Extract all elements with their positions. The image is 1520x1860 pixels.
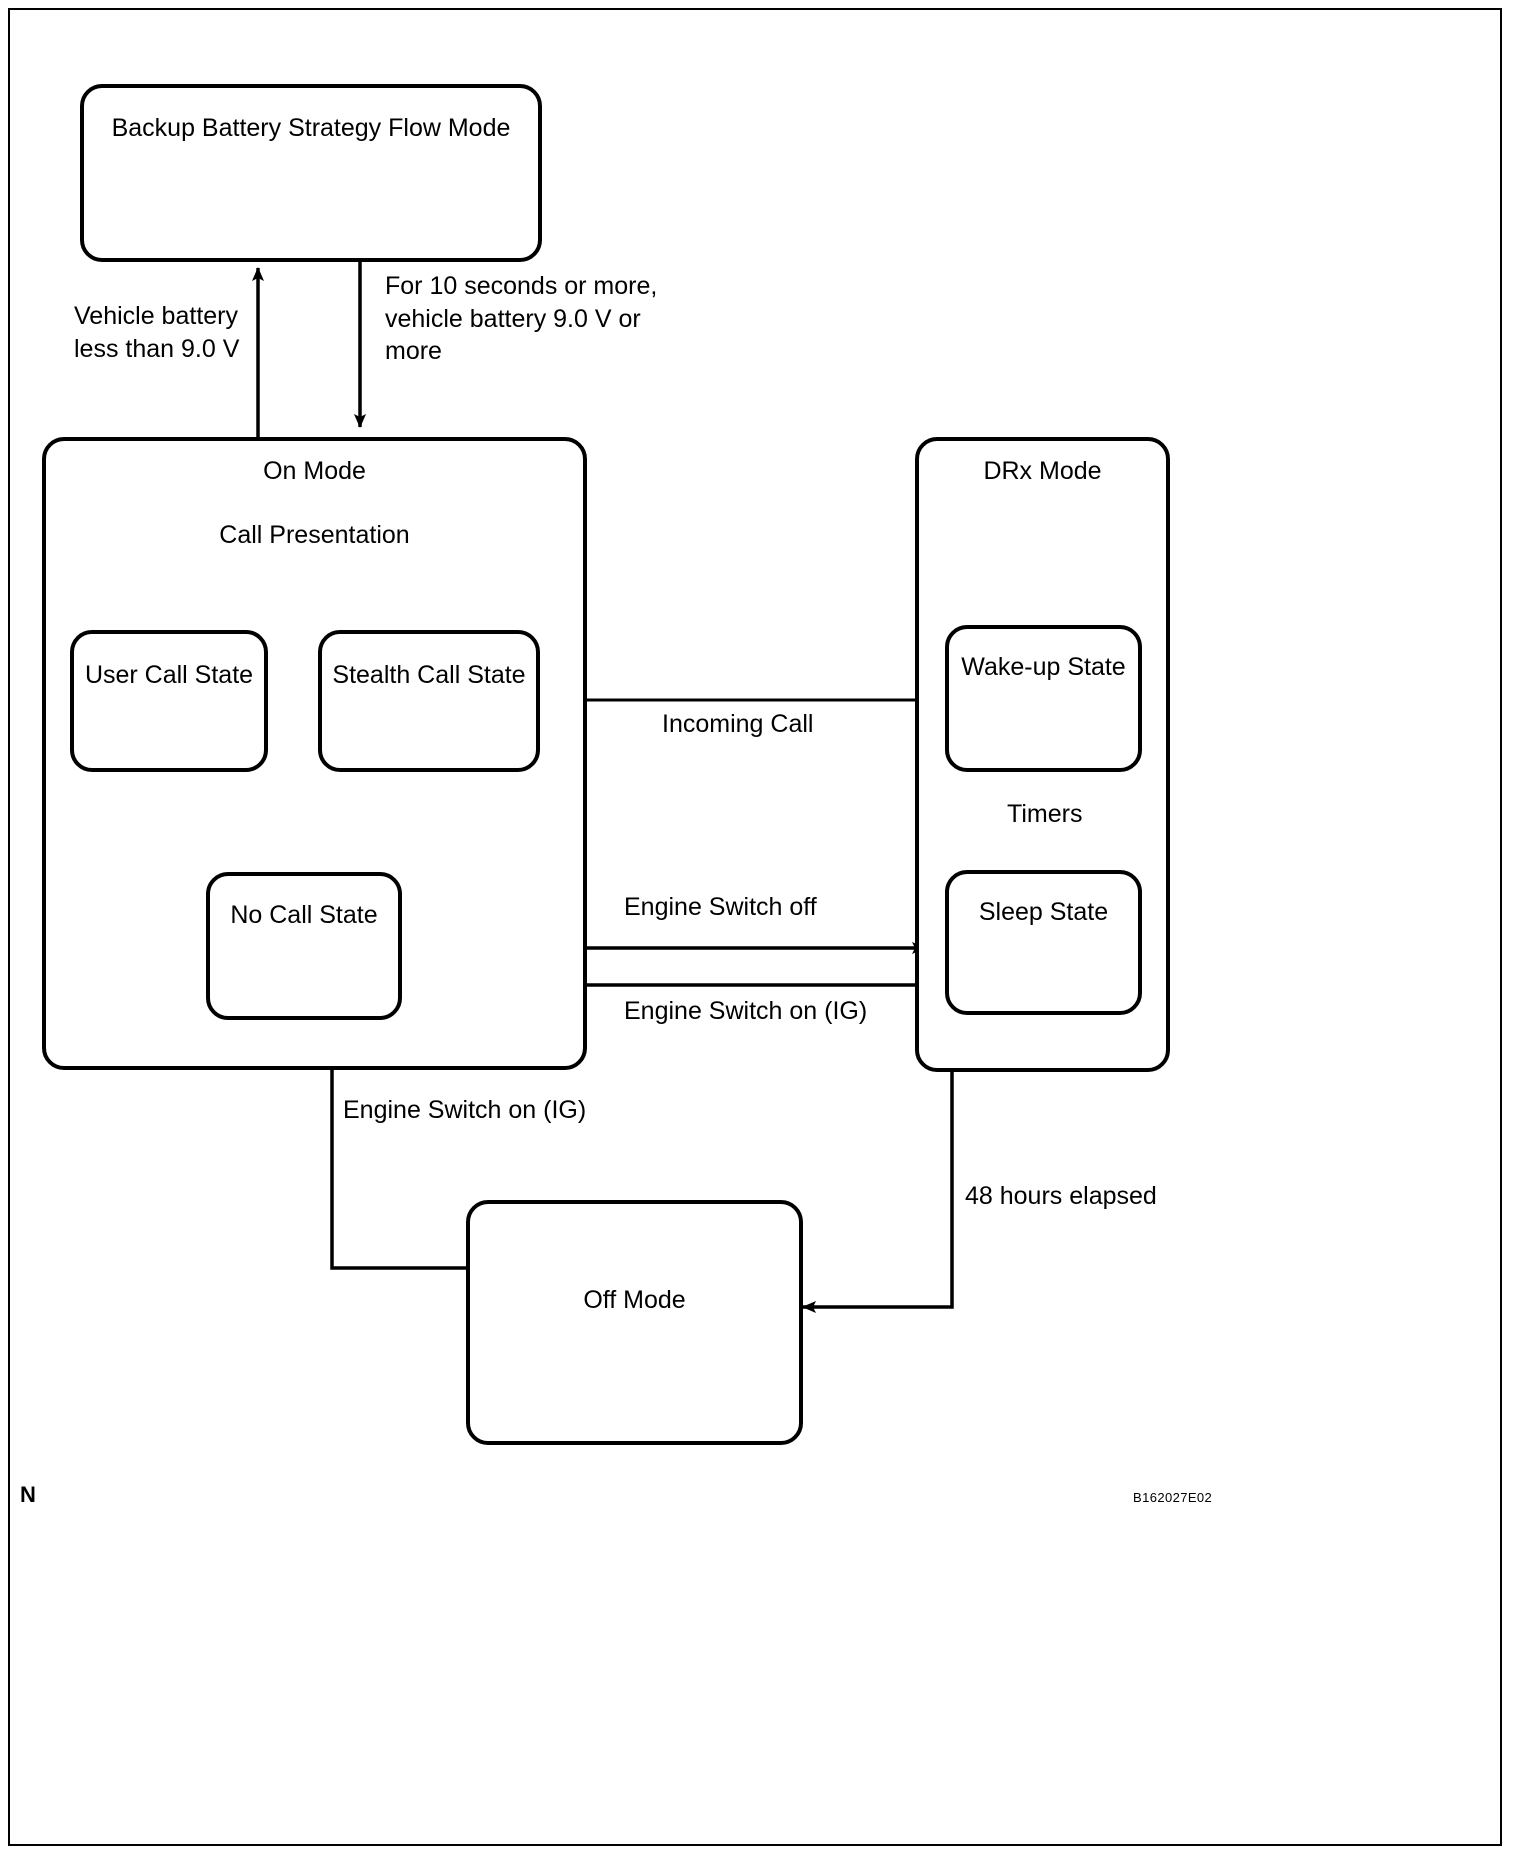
node-backup-battery-label: Backup Battery Strategy Flow Mode — [111, 114, 511, 142]
container-on-mode-label: On Mode — [263, 457, 366, 485]
figure-code: B162027E02 — [1133, 1490, 1213, 1505]
node-off-mode[interactable]: Off Mode — [466, 1200, 803, 1445]
edge-label-engine-switch-on-ig-bottom: Engine Switch on (IG) — [343, 1096, 587, 1124]
edge-label-timers: Timers — [1007, 800, 1083, 828]
node-wake-up-state-label: Wake-up State — [961, 653, 1126, 681]
node-no-call-state[interactable]: No Call State — [206, 872, 402, 1020]
node-wake-up-state[interactable]: Wake-up State — [945, 625, 1142, 772]
node-backup-battery[interactable]: Backup Battery Strategy Flow Mode — [80, 84, 542, 262]
container-on-mode-sublabel: Call Presentation — [219, 521, 410, 549]
node-stealth-call-state[interactable]: Stealth Call State — [318, 630, 540, 772]
edge-label-hours-elapsed: 48 hours elapsed — [965, 1182, 1157, 1210]
edge-label-battery-ok: For 10 seconds or more, vehicle battery … — [385, 272, 658, 365]
node-user-call-state-label: User Call State — [84, 661, 254, 689]
edge-label-engine-switch-on-ig-right: Engine Switch on (IG) — [624, 997, 868, 1025]
node-off-mode-label: Off Mode — [583, 1286, 686, 1314]
node-sleep-state-label: Sleep State — [978, 898, 1109, 926]
node-sleep-state[interactable]: Sleep State — [945, 870, 1142, 1015]
edge-label-incoming-call: Incoming Call — [662, 710, 814, 738]
edge-label-battery-low: Vehicle battery less than 9.0 V — [74, 302, 240, 363]
node-stealth-call-state-label: Stealth Call State — [332, 661, 526, 689]
edge-label-engine-switch-off: Engine Switch off — [624, 893, 817, 921]
node-user-call-state[interactable]: User Call State — [70, 630, 268, 772]
node-no-call-state-label: No Call State — [230, 901, 378, 929]
container-drx-mode-label: DRx Mode — [983, 457, 1102, 485]
page-border — [8, 8, 1502, 1846]
page-marker: N — [20, 1482, 36, 1507]
